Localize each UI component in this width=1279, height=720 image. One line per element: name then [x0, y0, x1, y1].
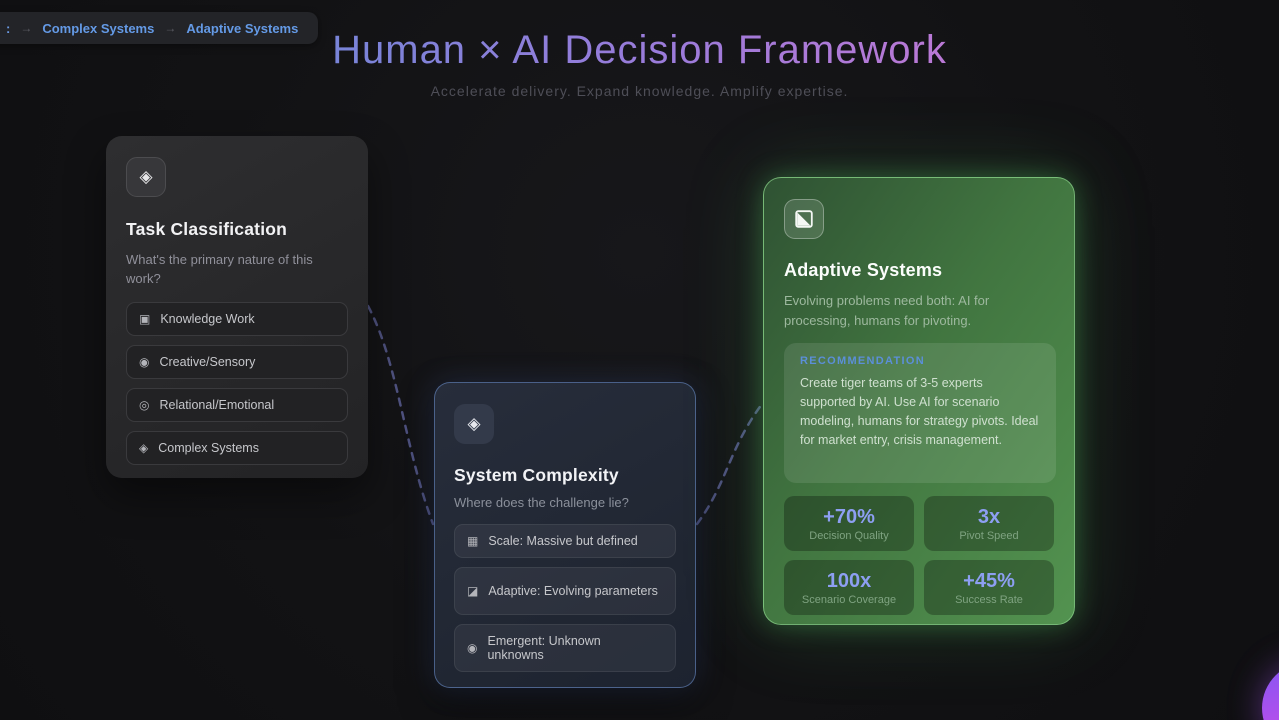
- recommendation-label: RECOMMENDATION: [800, 355, 925, 367]
- option-label: Complex Systems: [158, 441, 259, 455]
- bullseye-icon: ◎: [139, 398, 150, 412]
- stat-value: 3x: [977, 505, 1001, 528]
- stat-label: Decision Quality: [809, 529, 889, 542]
- option-label: Scale: Massive but defined: [488, 533, 638, 548]
- card-system-complexity: ◈ System Complexity Where does the chall…: [434, 382, 696, 688]
- complexity-options-list: ▦ Scale: Massive but defined ◪ Adaptive:…: [454, 524, 676, 672]
- option-complex-systems[interactable]: ◈ Complex Systems: [126, 431, 348, 465]
- card-title: Task Classification: [126, 219, 288, 239]
- stat-success-rate: +45% Success Rate: [924, 560, 1054, 615]
- stat-label: Success Rate: [955, 593, 1023, 606]
- card-title: System Complexity: [454, 465, 619, 485]
- card-description: Evolving problems need both: AI for proc…: [784, 293, 990, 328]
- diamond-icon-glyph: ◈: [139, 167, 153, 186]
- option-knowledge-work[interactable]: ▣ Knowledge Work: [126, 302, 348, 336]
- diamond-icon: ◈: [126, 157, 166, 197]
- card-adaptive-systems-result: Adaptive Systems Evolving problems need …: [763, 177, 1075, 625]
- fisheye-icon: ◉: [467, 641, 478, 655]
- card-task-classification: ◈ Task Classification What's the primary…: [106, 136, 368, 478]
- breadcrumb-leading-fragment: :: [6, 21, 10, 36]
- half-filled-square-icon: [795, 210, 813, 228]
- breadcrumb-item-adaptive-systems[interactable]: Adaptive Systems: [186, 21, 298, 36]
- diamond-icon: ◈: [454, 404, 494, 444]
- recommendation-text: Create tiger teams of 3-5 experts suppor…: [800, 376, 1039, 447]
- stat-value: +45%: [963, 569, 1015, 592]
- fisheye-icon: ◉: [139, 355, 150, 369]
- connector-card2-card3: [695, 402, 764, 526]
- stat-label: Pivot Speed: [959, 529, 1019, 542]
- stat-scenario-coverage: 100x Scenario Coverage: [784, 560, 914, 615]
- half-filled-square-icon: [784, 199, 824, 239]
- stat-pivot-speed: 3x Pivot Speed: [924, 496, 1054, 551]
- option-label: Creative/Sensory: [159, 355, 256, 369]
- grid-icon: ▦: [467, 534, 479, 548]
- option-label: Relational/Emotional: [159, 398, 275, 412]
- stat-label: Scenario Coverage: [801, 593, 897, 606]
- option-emergent[interactable]: ◉ Emergent: Unknown unknowns: [454, 624, 676, 672]
- stats-grid: +70% Decision Quality 3x Pivot Speed 100…: [784, 496, 1054, 615]
- stat-value: 100x: [826, 569, 872, 592]
- option-label: Knowledge Work: [160, 312, 255, 326]
- half-filled-square-icon: ◪: [467, 584, 479, 598]
- card-question: What's the primary nature of this work?: [126, 252, 313, 286]
- option-label: Emergent: Unknown unknowns: [487, 633, 601, 663]
- option-label: Adaptive: Evolving parameters: [488, 583, 658, 598]
- diamond-icon-glyph: ◈: [467, 414, 481, 433]
- task-options-list: ▣ Knowledge Work ◉ Creative/Sensory ◎ Re…: [126, 302, 348, 465]
- page-title: Human × AI Decision Framework: [0, 28, 1279, 73]
- card-question: Where does the challenge lie?: [454, 495, 629, 510]
- floating-action-button[interactable]: [1262, 662, 1279, 720]
- recommendation-panel: RECOMMENDATION Create tiger teams of 3-5…: [784, 343, 1056, 483]
- breadcrumb: : → Complex Systems → Adaptive Systems: [0, 12, 319, 44]
- stat-value: +70%: [823, 505, 875, 528]
- breadcrumb-item-complex-systems[interactable]: Complex Systems: [42, 21, 154, 36]
- stat-decision-quality: +70% Decision Quality: [784, 496, 914, 551]
- square-filled-icon: ▣: [139, 312, 151, 326]
- option-adaptive[interactable]: ◪ Adaptive: Evolving parameters: [454, 567, 676, 615]
- card-title: Adaptive Systems: [784, 260, 943, 280]
- arrow-right-icon: →: [20, 21, 32, 35]
- option-scale[interactable]: ▦ Scale: Massive but defined: [454, 524, 676, 558]
- diamond-icon: ◈: [139, 441, 149, 455]
- arrow-right-icon: →: [164, 21, 176, 35]
- connector-card1-card2: [366, 304, 435, 526]
- page-subtitle: Accelerate delivery. Expand knowledge. A…: [430, 83, 849, 99]
- option-relational-emotional[interactable]: ◎ Relational/Emotional: [126, 388, 348, 422]
- option-creative-sensory[interactable]: ◉ Creative/Sensory: [126, 345, 348, 379]
